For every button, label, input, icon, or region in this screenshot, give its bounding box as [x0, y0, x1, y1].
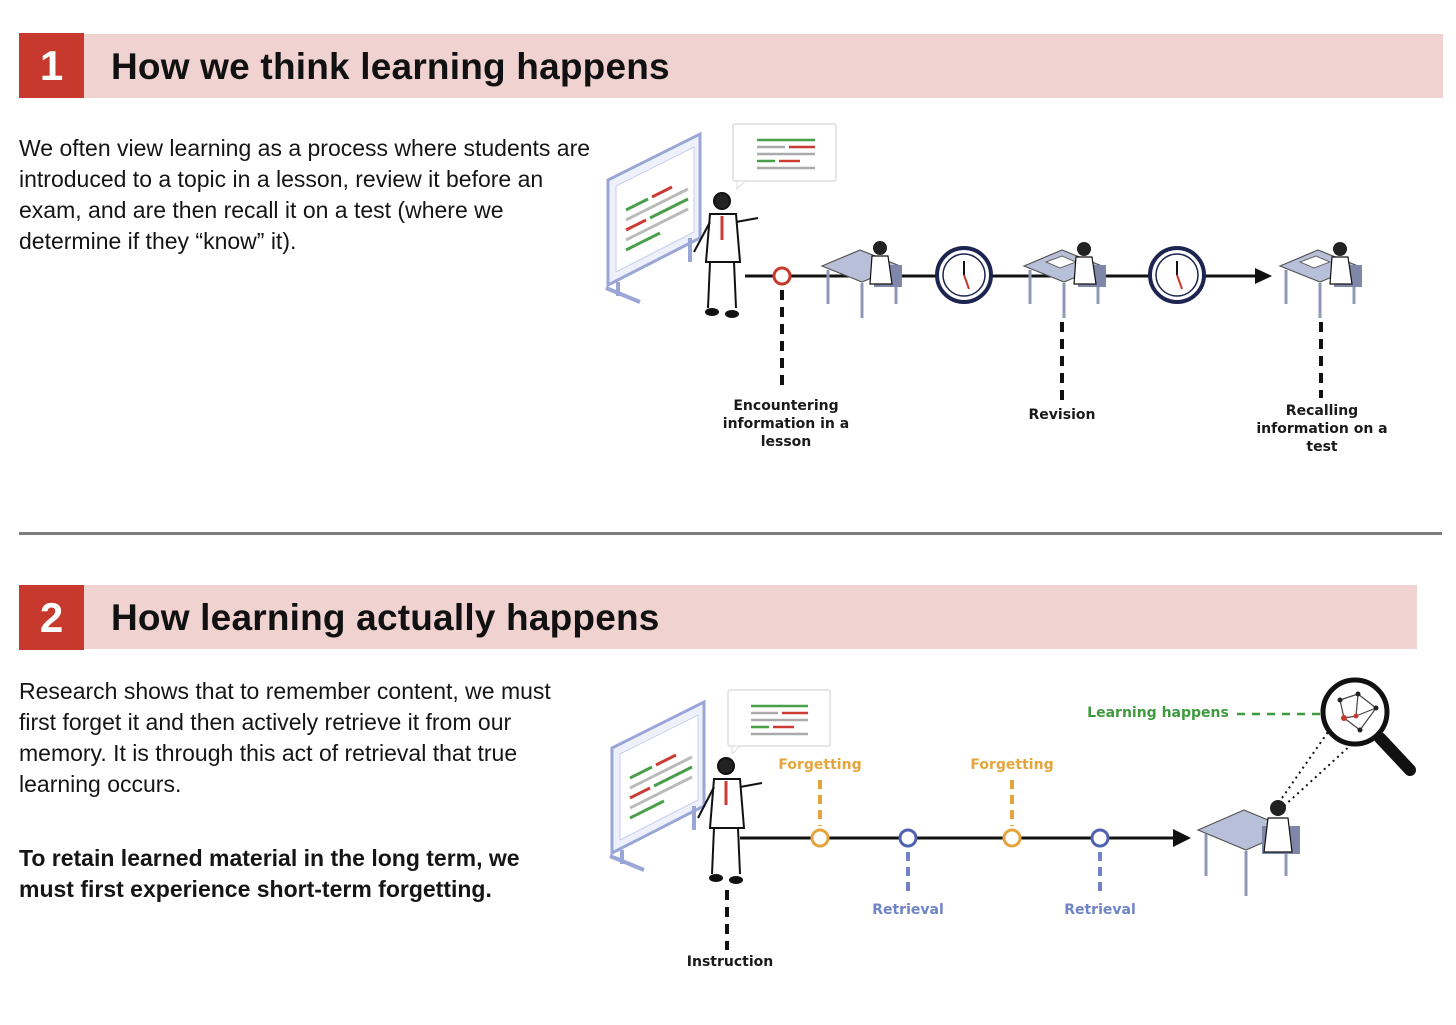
- section2-paragraph: Research shows that to remember content,…: [19, 678, 551, 797]
- section1-title: How we think learning happens: [111, 46, 670, 87]
- timeline-arrowhead: [1173, 829, 1191, 847]
- label-recalling: Recalling information on a test: [1256, 403, 1388, 455]
- label-forgetting-2: Forgetting: [970, 757, 1054, 773]
- student-desk-revision: [1022, 242, 1106, 318]
- clock-icon: [1148, 246, 1206, 304]
- label-forgetting-1: Forgetting: [778, 757, 862, 773]
- speech-bubble-icon: [727, 689, 831, 756]
- speech-bubble-icon: [732, 123, 837, 191]
- teacher-illustration: [693, 192, 759, 318]
- section1-header-band: [84, 34, 1443, 98]
- label-retrieval-1: Retrieval: [872, 902, 944, 918]
- label-instruction: Instruction: [686, 954, 774, 970]
- section1-number-badge: 1: [19, 33, 84, 98]
- retrieval-node: [898, 828, 918, 848]
- label-learning-happens: Learning happens: [1087, 705, 1229, 721]
- forgetting-node: [1002, 828, 1022, 848]
- student-desk-final: [1196, 800, 1300, 896]
- section2-bold-paragraph: To retain learned material in the long t…: [19, 845, 520, 902]
- forgetting-node: [810, 828, 830, 848]
- section1-paragraph: We often view learning as a process wher…: [19, 135, 591, 254]
- retrieval-node: [1090, 828, 1110, 848]
- timeline-arrowhead: [1255, 268, 1272, 284]
- section-divider: [19, 532, 1442, 535]
- clock-icon: [935, 246, 993, 304]
- student-desk-lesson: [820, 241, 902, 318]
- lesson-node: [772, 266, 792, 286]
- whiteboard-illustration: [609, 699, 706, 872]
- teacher-illustration: [697, 757, 763, 884]
- whiteboard-illustration: [605, 131, 702, 304]
- label-encountering: Encountering information in a lesson: [722, 398, 850, 450]
- section2-title: How learning actually happens: [111, 597, 660, 638]
- student-desk-test: [1278, 242, 1362, 318]
- label-revision: Revision: [1028, 407, 1096, 423]
- section2-header-band: [84, 585, 1417, 649]
- section2-number-badge: 2: [19, 585, 84, 650]
- label-retrieval-2: Retrieval: [1064, 902, 1136, 918]
- magnifier-icon: [1320, 677, 1416, 776]
